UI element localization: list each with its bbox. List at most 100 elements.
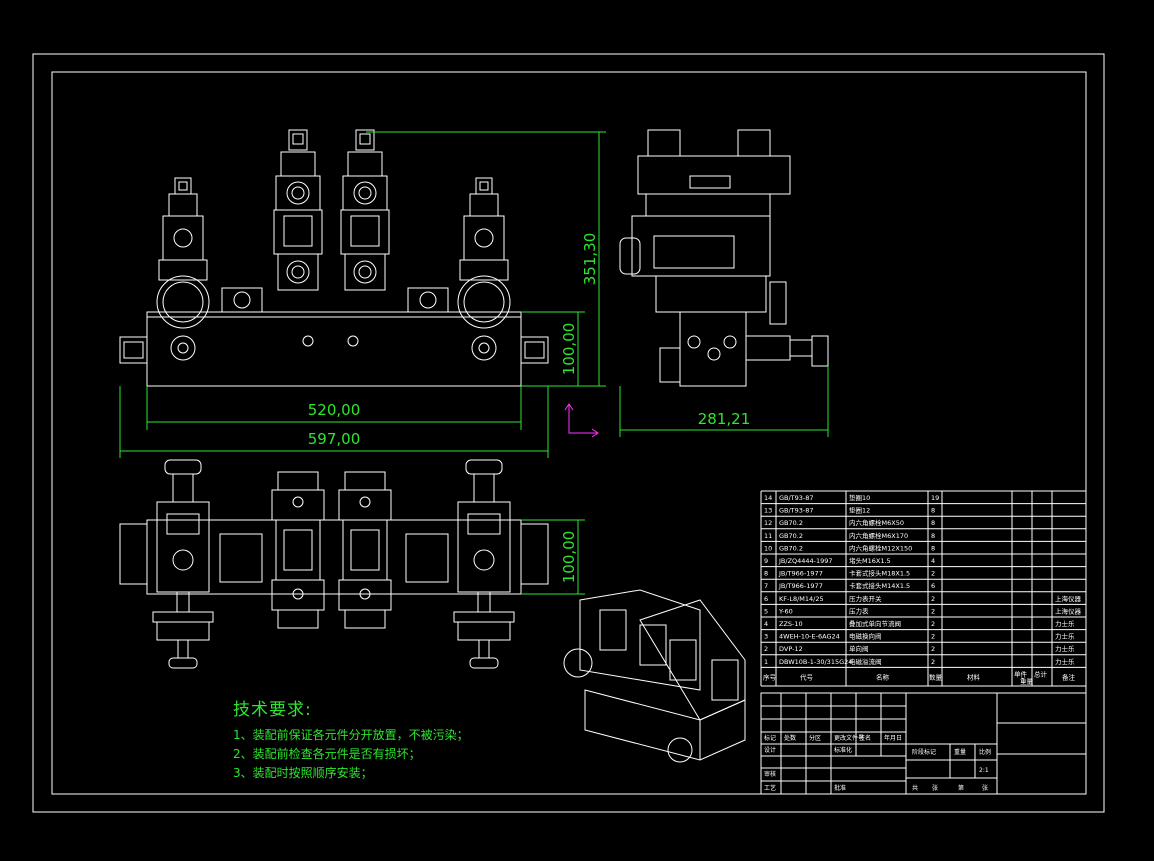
tb-label-design: 设计 (764, 746, 776, 754)
part-name: 电磁溢流阀 (849, 657, 882, 666)
tb-label-sheet: 张 (982, 784, 988, 792)
tb-label-sign: 签名 (859, 734, 871, 742)
part-qty: 2 (931, 658, 935, 666)
part-no: 9 (764, 557, 768, 565)
header-code: 代号 (800, 672, 814, 681)
part-code: KF-L8/M14/25 (779, 595, 824, 603)
part-name: 堵头M16X1.5 (849, 556, 891, 565)
part-name: 压力表开关 (849, 594, 882, 603)
dim-height-block: 100,00 (560, 323, 578, 376)
part-code: DVP-12 (779, 645, 803, 653)
part-qty: 2 (931, 595, 935, 603)
tb-label-stage: 阶段标记 (912, 748, 936, 756)
part-qty: 2 (931, 633, 935, 641)
part-no: 10 (764, 544, 772, 552)
part-qty: 8 (931, 532, 935, 540)
part-note: 上海仪器 (1055, 606, 1082, 615)
tb-label-review: 审核 (764, 770, 776, 778)
dim-height-bottom: 100,00 (560, 531, 578, 584)
part-code: GB/T93-87 (779, 494, 814, 502)
part-qty: 2 (931, 645, 935, 653)
tb-label-standard: 标准化 (834, 746, 852, 754)
part-code: GB70.2 (779, 544, 803, 552)
tb-label-change: 更改文件号 (834, 734, 864, 742)
tb-label-zone: 分区 (809, 734, 821, 742)
part-no: 12 (764, 519, 772, 527)
tb-label-sheet-no: 第 (958, 784, 964, 792)
front-view (119, 129, 549, 387)
part-code: GB70.2 (779, 532, 803, 540)
part-qty: 8 (931, 507, 935, 515)
tb-label-total: 共 (912, 784, 918, 792)
header-total: 总计 (1034, 669, 1048, 678)
outer-frame (32, 53, 1105, 813)
part-no: 7 (764, 582, 768, 590)
dimensions (119, 131, 829, 595)
part-no: 11 (764, 532, 772, 540)
part-name: 叠加式单向节流阀 (849, 619, 901, 628)
part-no: 6 (764, 595, 768, 603)
part-no: 4 (764, 620, 768, 628)
tech-req-title: 技术要求: (233, 700, 312, 720)
technical-requirements: 技术要求: 1、装配前保证各元件分开放置，不被污染； 2、装配前检查各元件是否有… (233, 695, 469, 783)
tb-label-mark: 标记 (764, 734, 776, 742)
tb-label-date: 年月日 (884, 734, 902, 742)
part-qty: 4 (931, 557, 935, 565)
part-code: DBW10B-1-30/315G24 (779, 658, 852, 666)
part-note: 力士乐 (1055, 644, 1075, 653)
part-note: 力士乐 (1055, 632, 1075, 641)
dim-depth: 281,21 (698, 410, 751, 428)
tb-scale-value: 2:1 (979, 767, 989, 774)
part-name: 卡套式接头M18X1.5 (849, 569, 910, 578)
part-name: 卡套式接头M14X1.5 (849, 581, 910, 590)
tb-label-count: 处数 (784, 734, 796, 742)
part-name: 垫圈12 (849, 506, 870, 515)
part-code: Y-60 (778, 607, 793, 615)
part-qty: 2 (931, 570, 935, 578)
part-no: 14 (764, 494, 772, 502)
tech-req-item: 1、装配前保证各元件分开放置，不被污染； (233, 728, 469, 742)
dim-width-total: 597,00 (308, 430, 361, 448)
header-no: 序号 (763, 672, 777, 681)
part-note: 上海仪器 (1055, 594, 1082, 603)
header-unit: 单件 (1014, 669, 1028, 678)
header-weight: 重量 (1020, 677, 1034, 685)
inner-frame (51, 71, 1087, 795)
part-code: JB/T966-1977 (778, 570, 823, 578)
tb-label-approve: 批准 (834, 784, 846, 792)
title-block (760, 692, 1087, 795)
part-name: 内六角螺栓M6X50 (849, 518, 904, 527)
part-note: 力士乐 (1055, 657, 1075, 666)
part-name: 内六角螺栓M12X150 (849, 543, 912, 552)
tech-req-item: 2、装配前检查各元件是否有损坏； (233, 747, 421, 761)
part-code: JB/ZQ4444-1997 (778, 557, 833, 565)
part-no: 1 (764, 658, 768, 666)
tb-label-scale: 比例 (979, 748, 991, 756)
part-qty: 8 (931, 519, 935, 527)
part-name: 压力表 (849, 606, 869, 615)
tb-label-weight: 重量 (954, 748, 966, 756)
header-material: 材料 (967, 672, 981, 681)
part-code: JB/T966-1977 (778, 582, 823, 590)
part-name: 内六角螺栓M6X170 (849, 531, 908, 540)
part-no: 3 (764, 633, 768, 641)
part-name: 垫圈10 (849, 493, 870, 502)
plan-view (119, 459, 549, 669)
part-note: 力士乐 (1055, 619, 1075, 628)
part-qty: 8 (931, 544, 935, 552)
title-block-text: 标记 处数 分区 更改文件号 签名 年月日 设计 标准化 阶段标记 重量 比例 … (764, 734, 991, 792)
part-qty: 2 (931, 620, 935, 628)
dimension-labels: 351,30 100,00 520,00 597,00 281,21 100,0… (308, 233, 751, 584)
part-no: 5 (764, 607, 768, 615)
tb-label-sheets: 张 (932, 784, 938, 792)
tech-req-item: 3、装配时按照顺序安装； (233, 766, 373, 780)
part-code: ZZS-10 (779, 620, 803, 628)
parts-list-table (760, 490, 1087, 687)
part-qty: 19 (931, 494, 939, 502)
part-code: GB/T93-87 (779, 507, 814, 515)
part-code: GB70.2 (779, 519, 803, 527)
part-name: 单向阀 (849, 644, 869, 653)
part-no: 2 (764, 645, 768, 653)
